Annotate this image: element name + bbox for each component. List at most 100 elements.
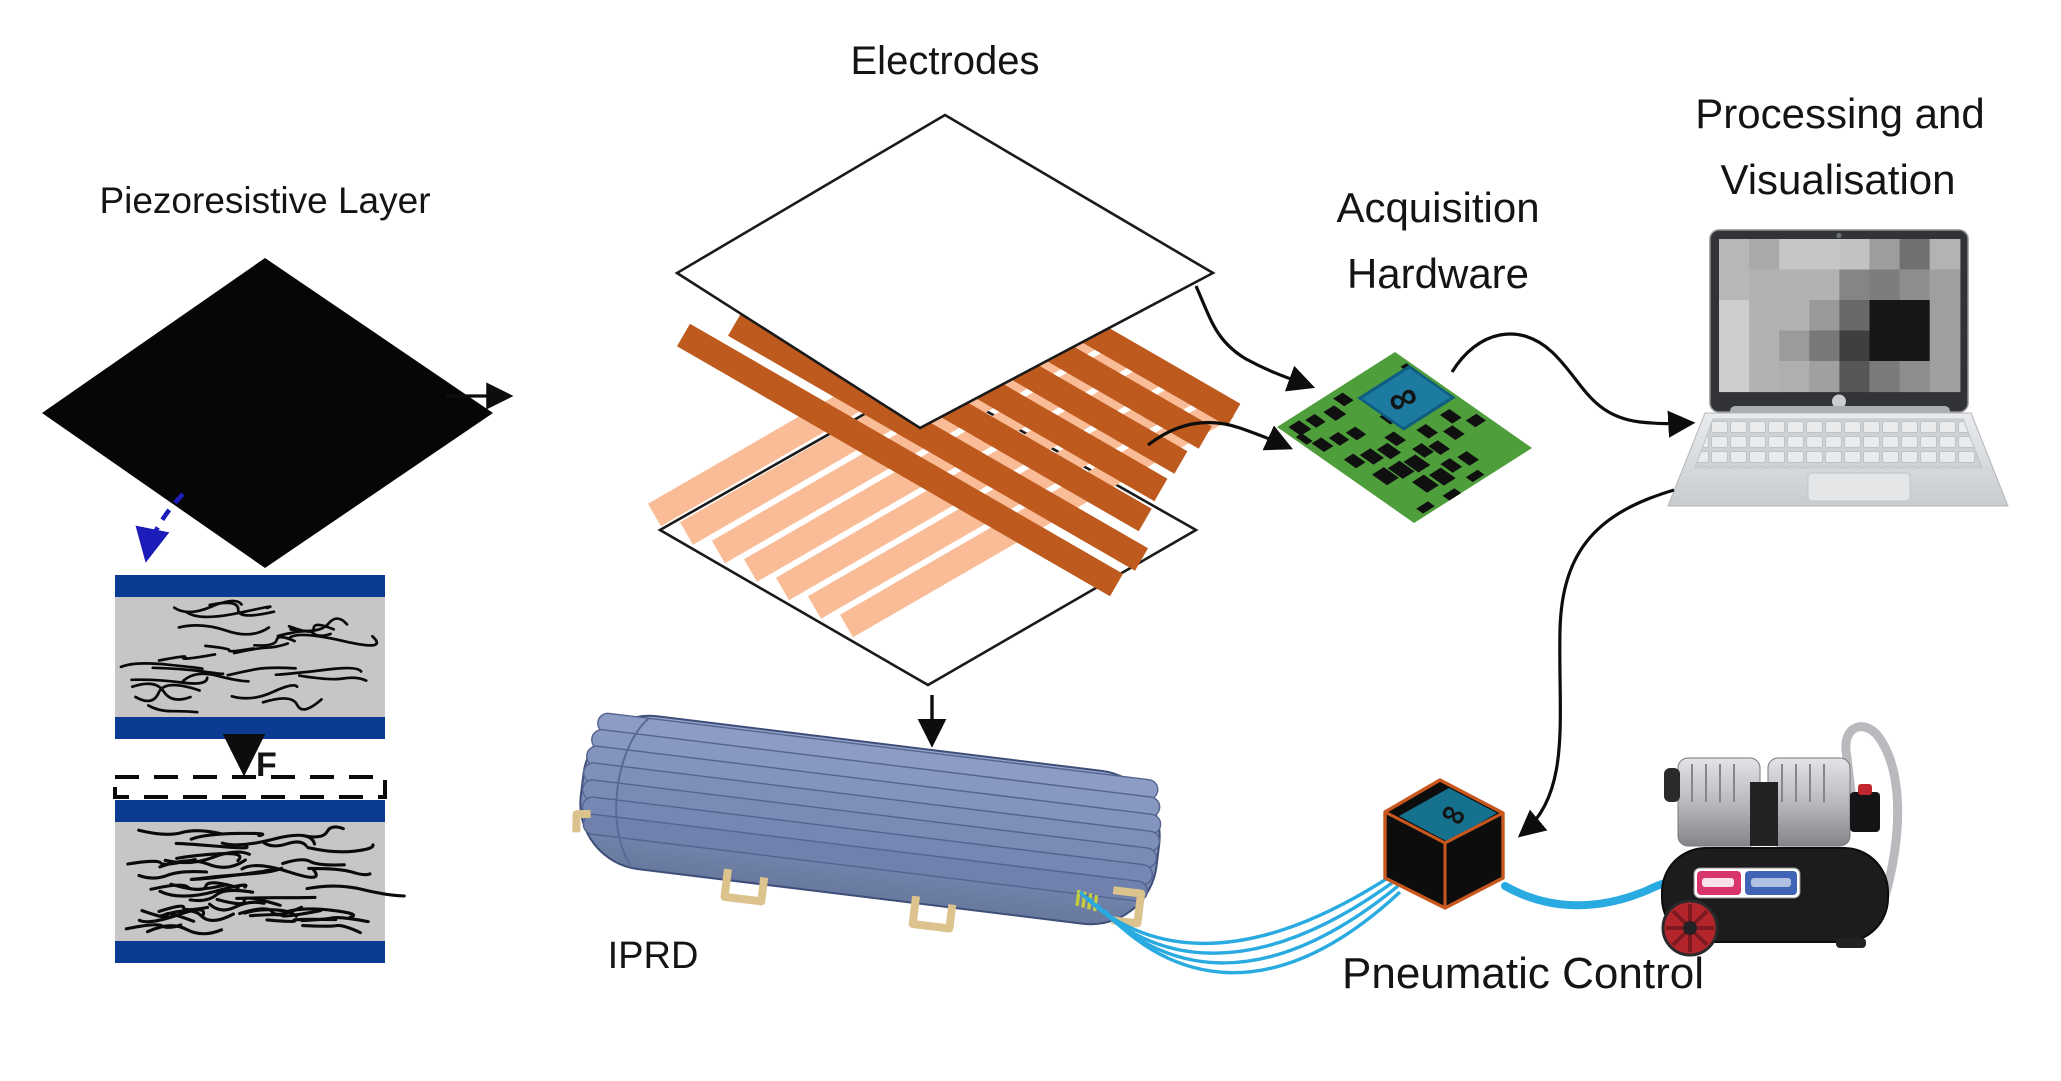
heatmap-cell [1929,330,1961,362]
compressor-foot [1836,938,1866,948]
conductive-fiber [297,674,368,682]
laptop-keyboard [1694,418,1983,469]
heatmap-cell [1779,361,1810,393]
heatmap-cell [1809,269,1840,301]
heatmap-cell [1899,361,1931,393]
piezoresistive-layer-sheet [42,258,493,568]
conductive-fiber [204,644,255,653]
heatmap-cell [1779,300,1810,332]
electrode-strip-dark [727,313,1149,571]
heatmap-cell [1839,269,1871,301]
iprd-air-cells [581,712,1162,902]
conductive-fiber [230,683,299,700]
conductive-fiber [158,883,248,898]
conductive-fiber [137,828,223,836]
dashed-arrow-zoom [135,492,185,563]
iprd-label: IPRD [608,935,699,977]
conductive-fiber [181,672,250,683]
compressor-switch-knob[interactable] [1858,784,1872,795]
conductive-fiber [130,682,192,701]
conductive-network-sparse [119,599,379,714]
pneumatic-control-label: Pneumatic Control [1342,949,1704,998]
acquisition-pcb: ∞ [1277,352,1532,523]
conductive-fiber [119,662,204,671]
conductive-fiber [215,896,282,907]
heatmap-cell [1929,361,1961,393]
electrode-bar-bottom [115,717,385,739]
arrow-top-electrode-to-board [1194,285,1316,392]
compressor-switch[interactable] [1850,792,1880,832]
heatmap-cell [1929,239,1961,271]
conductive-fiber [238,905,304,916]
compressor-wheel-hub [1683,921,1697,935]
cube-arduino-plate [1399,788,1497,842]
iprd-mattress [572,712,1162,933]
heatmap-cell [1929,269,1961,301]
heatmap-cell [1899,300,1931,332]
heatmap-cell [1899,330,1931,362]
pressure-heatmap [1719,239,1961,393]
heatmap-cell [1869,330,1901,362]
electrodes-label: Electrodes [851,39,1040,83]
heatmap-cell [1719,239,1750,271]
conductive-fiber [174,841,249,850]
laptop-touchpad[interactable] [1807,472,1911,502]
conductive-fiber [240,864,318,879]
conductive-fiber [253,635,296,647]
heatmap-cell [1749,269,1780,301]
conductive-fiber [274,666,363,677]
conductive-fiber [262,840,308,848]
heatmap-cell [1869,239,1901,271]
heatmap-cell [1749,300,1780,332]
electrode-bar-top [115,800,385,822]
tube-cube-to-compressor [1501,877,1676,910]
conductive-fiber [265,917,338,923]
iprd-left-cap [615,717,650,866]
heatmap-cell [1929,300,1961,332]
cube-edges [1384,810,1504,908]
conductive-fiber [306,843,375,854]
conductive-fiber [301,923,362,935]
heatmap-cell [1779,330,1810,362]
conductive-fiber [281,858,346,867]
conductive-fiber [151,666,225,676]
cross-section-compressed [115,800,406,963]
heatmap-cell [1839,300,1871,332]
conductive-fiber [190,868,275,881]
laptop [1667,229,2009,507]
heatmap-cell [1749,330,1780,362]
conductive-fiber [208,601,276,617]
heatmap-cell [1809,361,1840,393]
conductive-fiber [169,881,240,891]
conductive-fiber [134,683,201,703]
compressor-fins [1691,764,1825,802]
electrode-strip-light [775,357,1171,601]
iprd-straps [572,809,1146,933]
heatmap-cell [1839,330,1871,362]
conductive-fiber [235,895,317,900]
conductive-network-dense [124,825,406,936]
electrode-strip-light [807,376,1203,619]
compressor-handle [1841,722,1903,905]
conductive-fiber [288,633,379,647]
heatmap-cell [1719,330,1750,362]
conductive-fiber [137,869,209,880]
compressor-endcap [1664,768,1680,802]
webcam-icon [1836,232,1842,239]
heatmap-cell [1869,269,1901,301]
compressor-brand-badge [1693,867,1801,899]
conductive-fiber [175,851,242,863]
conductive-fiber [261,697,323,711]
heatmap-cell [1839,239,1871,271]
conductive-fiber [289,617,349,633]
heatmap-cell [1839,361,1871,393]
conductive-fiber [208,900,266,912]
cross-section-uncompressed [115,575,385,739]
acquisition-hardware-label-line1: Acquisition [1336,184,1539,231]
heatmap-cell [1779,269,1810,301]
acquisition-hardware-label-line2: Hardware [1347,250,1529,297]
electrode-stack [647,113,1241,687]
heatmap-cell [1809,239,1840,271]
